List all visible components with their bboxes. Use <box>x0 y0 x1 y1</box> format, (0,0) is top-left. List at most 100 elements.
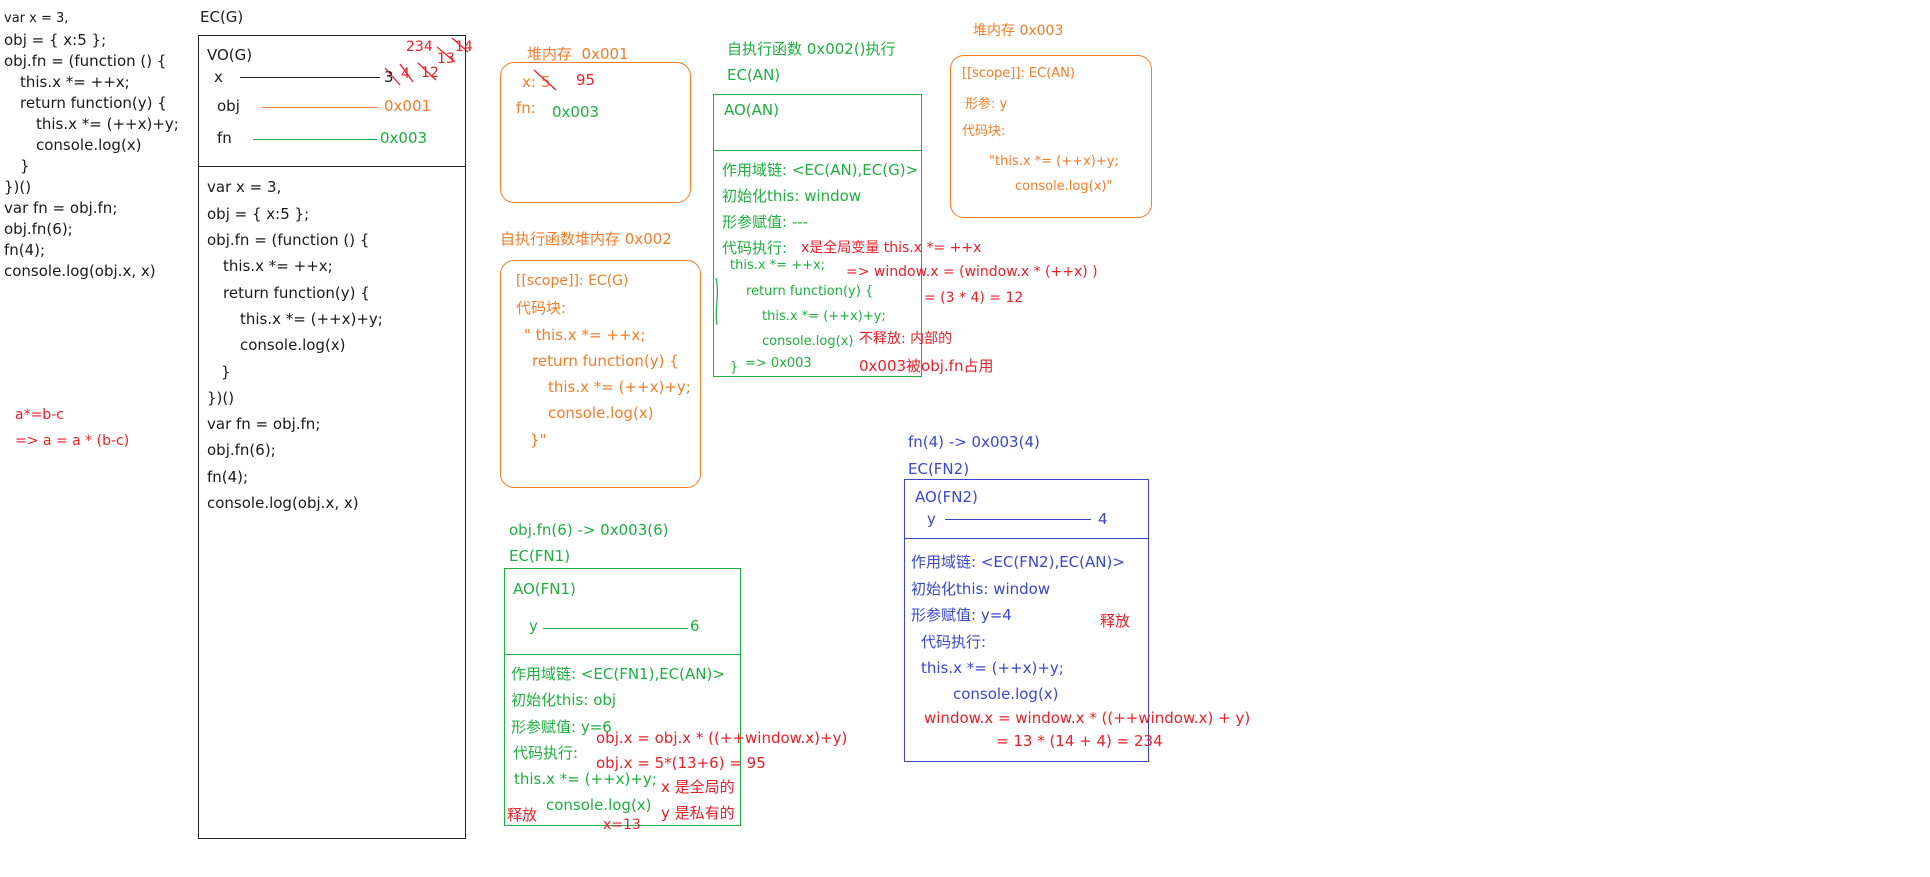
ecan-code-line: console.log(x) <box>762 334 854 349</box>
ecan-code-line: } <box>730 360 739 375</box>
fn1-y-arrow <box>543 628 688 629</box>
fn1-release: 释放 <box>507 806 538 824</box>
heap003-code-line: "this.x *= (++x)+y; <box>989 154 1119 169</box>
ecan-note-keep2: 0x003被obj.fn占用 <box>859 357 994 375</box>
fn2-ao: AO(FN2) <box>915 488 978 506</box>
ecg-code-line: obj.fn(6); <box>207 441 276 459</box>
ecan-params: 形参赋值: --- <box>722 213 809 231</box>
fn2-scope-chain: 作用域链: <EC(FN2),EC(AN)> <box>911 553 1125 571</box>
ecan-note-global: x是全局变量 this.x *= ++x <box>801 240 982 256</box>
heap002-title: 自执行函数堆内存 0x002 <box>500 230 672 248</box>
fn2-box <box>904 479 1149 762</box>
ecan-note-calc2: = (3 * 4) = 12 <box>924 290 1024 306</box>
left-code-line: var fn = obj.fn; <box>4 199 118 217</box>
fn1-code-line: this.x *= (++x)+y; <box>514 770 657 788</box>
heap002-code-line: console.log(x) <box>548 404 654 422</box>
ecg-code-line: obj.fn = (function () { <box>207 231 370 249</box>
fn1-y-label: y <box>529 617 538 635</box>
heap002-code-line: " this.x *= ++x; <box>524 326 646 344</box>
heap002-code-line: this.x *= (++x)+y; <box>548 378 691 396</box>
fn2-calc1: window.x = window.x * ((++window.x) + y) <box>924 709 1251 727</box>
note-line: => a = a * (b-c) <box>15 433 130 449</box>
heap001-x-new: 95 <box>576 71 596 89</box>
ecg-code-line: return function(y) { <box>223 284 370 302</box>
fn1-divider <box>504 654 741 655</box>
heap002-code-line: }" <box>530 431 547 449</box>
heap003-code-line: console.log(x)" <box>1015 179 1113 194</box>
fn1-y-value: 6 <box>690 617 700 635</box>
fn1-ao: AO(FN1) <box>513 580 576 598</box>
left-code-line: } <box>20 157 30 175</box>
ecan-ao: AO(AN) <box>724 101 779 119</box>
fn2-title: EC(FN2) <box>908 460 970 478</box>
fn1-calc2: obj.x = 5*(13+6) = 95 <box>596 754 766 772</box>
ecg-code-line: } <box>221 363 231 381</box>
left-code-line: obj.fn = (function () { <box>4 52 167 70</box>
ecg-code-line: console.log(obj.x, x) <box>207 494 359 512</box>
fn1-init-this: 初始化this: obj <box>511 691 617 709</box>
fn1-note-x13: x=13 <box>603 817 641 833</box>
ecan-note-keep1: 不释放: 内部的 <box>859 331 953 347</box>
heap003-scope: [[scope]]: EC(AN) <box>962 66 1075 81</box>
var-x-arrow <box>240 77 380 78</box>
heap001-fn-value: 0x003 <box>552 103 600 121</box>
left-code-line: this.x *= ++x; <box>20 73 130 91</box>
ecg-code-line: })() <box>207 389 235 407</box>
heap002-scope: [[scope]]: EC(G) <box>516 273 629 289</box>
ecan-code-line: return function(y) { <box>746 284 874 299</box>
fn2-y-value: 4 <box>1098 510 1108 528</box>
left-code-line: obj = { x:5 }; <box>4 31 107 49</box>
fn2-y-label: y <box>927 510 936 528</box>
var-obj-label: obj <box>217 97 240 115</box>
heap003-title: 堆内存 0x003 <box>973 23 1064 39</box>
fn1-call: obj.fn(6) -> 0x003(6) <box>509 521 669 539</box>
left-code-line: console.log(obj.x, x) <box>4 262 156 280</box>
ecan-box <box>713 94 922 377</box>
fn2-init-this: 初始化this: window <box>911 580 1051 598</box>
fn1-title: EC(FN1) <box>509 547 571 565</box>
ecan-header: 自执行函数 0x002()执行 <box>727 40 896 58</box>
var-x-value: 3 <box>384 68 394 86</box>
ecg-code-line: this.x *= ++x; <box>223 257 333 275</box>
ecan-init-this: 初始化this: window <box>722 187 862 205</box>
left-code-line: })() <box>4 178 32 196</box>
var-x-label: x <box>214 68 223 86</box>
var-obj-value: 0x001 <box>384 97 432 115</box>
left-code-line: fn(4); <box>4 241 46 259</box>
ecg-code-line: var x = 3, <box>207 178 282 196</box>
ecan-title: EC(AN) <box>727 66 781 84</box>
var-fn-label: fn <box>217 129 232 147</box>
x-update-14: 14 <box>455 39 473 55</box>
fn1-calc1: obj.x = obj.x * ((++window.x)+y) <box>596 729 848 747</box>
left-code-line: this.x *= (++x)+y; <box>36 115 179 133</box>
fn1-box <box>504 568 741 826</box>
fn2-code-line: console.log(x) <box>953 685 1059 703</box>
ecg-title: EC(G) <box>200 8 244 26</box>
ecg-code-line: this.x *= (++x)+y; <box>240 310 383 328</box>
heap002-box <box>500 260 701 488</box>
fn2-calc2: = 13 * (14 + 4) = 234 <box>996 732 1163 750</box>
heap001-title: 堆内存 0x001 <box>527 45 629 63</box>
note-line: a*=b-c <box>15 407 64 423</box>
ecan-divider <box>713 150 922 151</box>
heap003-param: 形参: y <box>965 97 1008 112</box>
fn2-y-arrow <box>945 519 1091 520</box>
x-update-4: 4 <box>401 66 410 82</box>
fn1-note-x: x 是全局的 <box>661 778 735 796</box>
heap001-x-label: x: <box>522 73 536 91</box>
ecg-code-line: fn(4); <box>207 468 249 486</box>
ecan-code-line: this.x *= (++x)+y; <box>762 309 886 324</box>
ecg-code-line: console.log(x) <box>240 336 346 354</box>
fn2-exec-label: 代码执行: <box>921 633 987 651</box>
heap003-box <box>950 55 1152 218</box>
fn1-params: 形参赋值: y=6 <box>511 718 612 736</box>
var-obj-arrow <box>262 107 378 108</box>
heap001-x-old: 5 <box>541 73 551 91</box>
var-fn-arrow <box>253 139 377 140</box>
fn1-code-line: console.log(x) <box>546 796 652 814</box>
left-code-line: var x = 3, <box>4 11 69 26</box>
fn2-params: 形参赋值: y=4 <box>911 606 1012 624</box>
fn2-divider <box>904 538 1149 539</box>
ecan-exec-label: 代码执行: <box>722 239 788 257</box>
left-code-line: console.log(x) <box>36 136 142 154</box>
